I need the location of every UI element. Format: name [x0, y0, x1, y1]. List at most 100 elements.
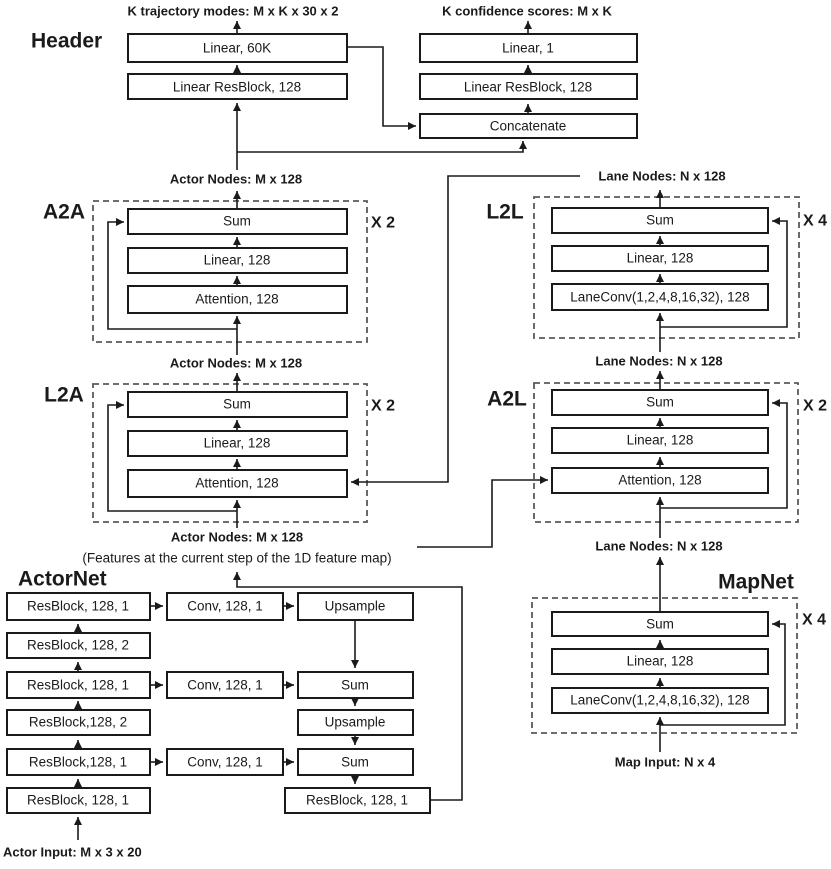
l2a-repeat-label: X 2	[371, 398, 395, 415]
actornet-conv2-box	[166, 671, 284, 699]
actornet-resblock4-box	[6, 709, 151, 736]
l2a-sum-label: Sum	[223, 397, 251, 412]
actornet-title: ActorNet	[18, 568, 107, 591]
l2a-title: L2A	[44, 384, 84, 407]
header-left-resblock-box	[127, 73, 348, 100]
actornet-resblock4-label: ResBlock,128, 2	[29, 715, 127, 730]
lane-nodes-mid-label: Lane Nodes: N x 128	[595, 354, 722, 369]
actornet-sum1-box	[297, 671, 414, 699]
l2l-title: L2L	[486, 201, 524, 224]
l2a-linear-label: Linear, 128	[204, 436, 271, 451]
arrow-actornodes-to-concatenate	[237, 141, 527, 153]
a2l-skip-connection	[660, 399, 788, 509]
a2a-linear-box	[127, 247, 348, 274]
actor-nodes-bottom-label: Actor Nodes: M x 128	[171, 530, 303, 545]
mapnet-title: MapNet	[718, 571, 794, 594]
map-input-label: Map Input: N x 4	[615, 755, 716, 770]
actornet-upsample2-label: Upsample	[325, 715, 386, 730]
mapnet-skip-connection	[660, 620, 786, 726]
l2a-sum-box	[127, 391, 348, 418]
lane-nodes-bottom-label: Lane Nodes: N x 128	[595, 539, 722, 554]
actor-nodes-mid-label: Actor Nodes: M x 128	[170, 356, 302, 371]
a2l-linear-label: Linear, 128	[627, 433, 694, 448]
l2l-linear-box	[551, 245, 769, 272]
a2l-repeat-label: X 2	[803, 398, 827, 415]
actornet-sum2-box	[297, 748, 414, 776]
lane-nodes-top-label: Lane Nodes: N x 128	[598, 169, 725, 184]
actornet-sum2-label: Sum	[341, 755, 369, 770]
header-linear60k-label: Linear, 60K	[203, 41, 271, 56]
actornet-resblock6-box	[6, 787, 151, 814]
wire-actorfeatures-to-a2l-attention	[417, 476, 548, 548]
l2a-attention-box	[127, 469, 348, 498]
l2l-skip-connection	[660, 217, 788, 328]
actornet-resblock3-label: ResBlock, 128, 1	[27, 678, 129, 693]
header-right-resblock-label: Linear ResBlock, 128	[464, 80, 592, 95]
actornet-output-resblock-label: ResBlock, 128, 1	[306, 793, 408, 808]
a2a-attention-label: Attention, 128	[195, 292, 278, 307]
a2l-module-box	[533, 382, 799, 523]
l2l-module-box	[533, 196, 800, 339]
l2l-laneconv-label: LaneConv(1,2,4,8,16,32), 128	[570, 290, 749, 305]
actor-input-label: Actor Input: M x 3 x 20	[3, 845, 142, 860]
l2l-linear-label: Linear, 128	[627, 251, 694, 266]
actornet-upsample1-label: Upsample	[325, 599, 386, 614]
a2a-repeat-label: X 2	[371, 215, 395, 232]
a2l-sum-box	[551, 389, 769, 416]
mapnet-laneconv-label: LaneConv(1,2,4,8,16,32), 128	[570, 693, 749, 708]
mapnet-repeat-label: X 4	[802, 612, 826, 629]
l2a-module-box	[92, 383, 368, 523]
wire-lanenodes-to-l2a-attention	[351, 175, 580, 486]
mapnet-module-box	[531, 597, 798, 734]
header-concatenate-box	[419, 113, 638, 139]
header-linear60k-box	[127, 33, 348, 63]
actornet-resblock2-box	[6, 632, 151, 659]
a2a-title: A2A	[43, 201, 85, 224]
actornet-resblock2-label: ResBlock, 128, 2	[27, 638, 129, 653]
a2a-sum-box	[127, 208, 348, 235]
a2l-attention-box	[551, 467, 769, 494]
a2a-sum-label: Sum	[223, 214, 251, 229]
actornet-sum1-label: Sum	[341, 678, 369, 693]
actornet-upsample2-box	[297, 709, 414, 736]
trajectory-output-label: K trajectory modes: M x K x 30 x 2	[128, 4, 339, 19]
mapnet-sum-label: Sum	[646, 617, 674, 632]
l2l-sum-box	[551, 207, 769, 234]
actornet-upsample1-box	[297, 592, 414, 621]
actornet-resblock5-box	[6, 748, 151, 776]
a2l-title: A2L	[487, 388, 527, 411]
mapnet-linear-box	[551, 648, 769, 675]
actornet-resblock6-label: ResBlock, 128, 1	[27, 793, 129, 808]
header-left-resblock-label: Linear ResBlock, 128	[173, 80, 301, 95]
actornet-conv1-label: Conv, 128, 1	[187, 599, 263, 614]
actornet-output-resblock-box	[284, 787, 431, 814]
header-title: Header	[31, 30, 102, 53]
actor-nodes-top-label: Actor Nodes: M x 128	[170, 172, 302, 187]
actornet-conv3-label: Conv, 128, 1	[187, 755, 263, 770]
a2l-attention-label: Attention, 128	[618, 473, 701, 488]
actornet-conv1-box	[166, 592, 284, 621]
confidence-output-label: K confidence scores: M x K	[442, 4, 612, 19]
mapnet-linear-label: Linear, 128	[627, 654, 694, 669]
a2l-sum-label: Sum	[646, 395, 674, 410]
actornet-resblock1-box	[6, 592, 151, 621]
header-linear1-label: Linear, 1	[502, 41, 554, 56]
header-concatenate-label: Concatenate	[490, 119, 567, 134]
actornet-resblock3-box	[6, 671, 151, 699]
mapnet-laneconv-box	[551, 687, 769, 714]
actornet-resblock1-label: ResBlock, 128, 1	[27, 599, 129, 614]
actornet-resblock5-label: ResBlock,128, 1	[29, 755, 127, 770]
actornet-conv3-box	[166, 748, 284, 776]
a2a-attention-box	[127, 285, 348, 314]
l2l-sum-label: Sum	[646, 213, 674, 228]
arrow-linear60k-to-concatenate	[347, 46, 416, 130]
l2l-laneconv-box	[551, 283, 769, 311]
wire-actornet-output-to-actornodes	[233, 572, 463, 801]
a2l-linear-box	[551, 427, 769, 454]
connectors	[74, 21, 788, 840]
l2a-skip-connection	[107, 401, 237, 512]
header-right-resblock-box	[419, 73, 638, 100]
l2a-attention-label: Attention, 128	[195, 476, 278, 491]
header-linear1-box	[419, 33, 638, 63]
